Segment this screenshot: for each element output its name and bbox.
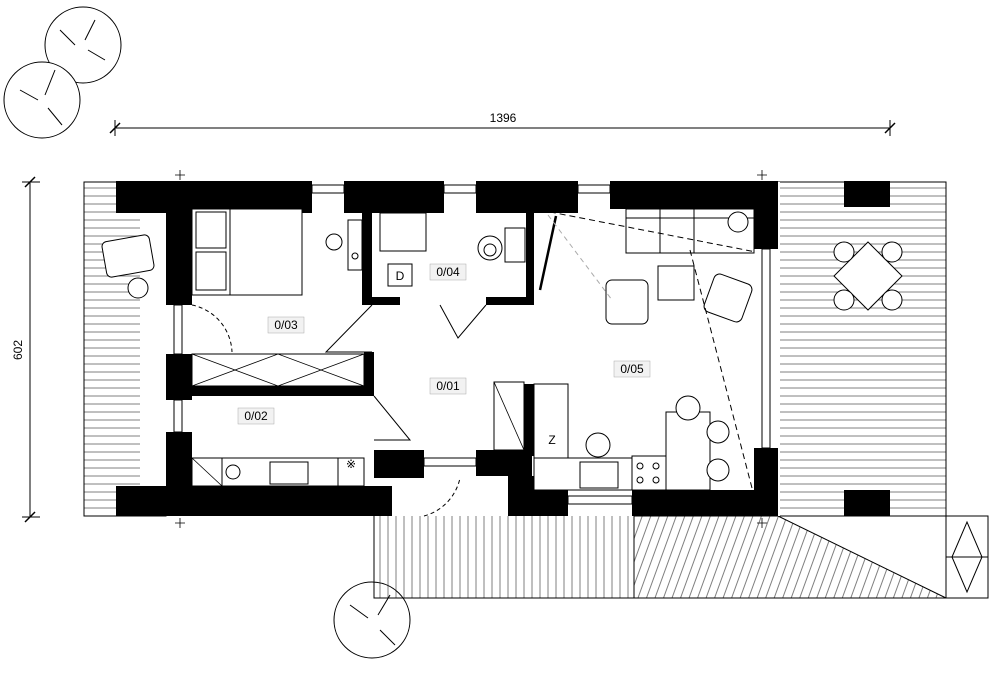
svg-text:0/01: 0/01 — [436, 379, 460, 393]
bathroom-fixtures: D — [379, 212, 526, 287]
kitchen-counter: Z — [493, 381, 667, 491]
wardrobe — [191, 353, 365, 387]
toilet-mark: D — [396, 269, 405, 283]
room-label-0-01: 0/01 — [429, 377, 467, 395]
svg-text:0/04: 0/04 — [436, 265, 460, 279]
grid-marks — [175, 170, 767, 528]
svg-text:※: ※ — [346, 457, 356, 471]
width-label: 1396 — [490, 111, 517, 125]
doors — [191, 215, 558, 517]
steps — [945, 515, 989, 599]
washbasin-icon — [325, 219, 363, 271]
windows — [173, 184, 771, 505]
height-label: 602 — [11, 340, 25, 360]
tree-icon-bottom — [333, 581, 411, 659]
dining-table — [665, 395, 730, 491]
svg-text:0/03: 0/03 — [274, 318, 298, 332]
tv-light — [539, 209, 757, 489]
dimension-width: 1396 — [109, 111, 896, 136]
lounge-chair — [101, 234, 155, 299]
fridge-mark: Z — [548, 433, 555, 447]
walls — [116, 181, 890, 516]
kitchenette-counter: ※ — [191, 457, 365, 487]
svg-text:0/02: 0/02 — [244, 409, 268, 423]
room-label-0-04: 0/04 — [429, 263, 467, 281]
patio-table-set — [833, 241, 903, 311]
tree-icon-top — [3, 6, 122, 139]
room-label-0-05: 0/05 — [613, 360, 651, 378]
bed — [191, 208, 303, 296]
svg-text:0/05: 0/05 — [620, 362, 644, 376]
room-label-0-03: 0/03 — [267, 316, 305, 334]
deck-right — [777, 181, 947, 517]
armchairs — [605, 211, 753, 325]
dimension-height: 602 — [11, 176, 40, 523]
room-label-0-02: 0/02 — [237, 407, 275, 425]
